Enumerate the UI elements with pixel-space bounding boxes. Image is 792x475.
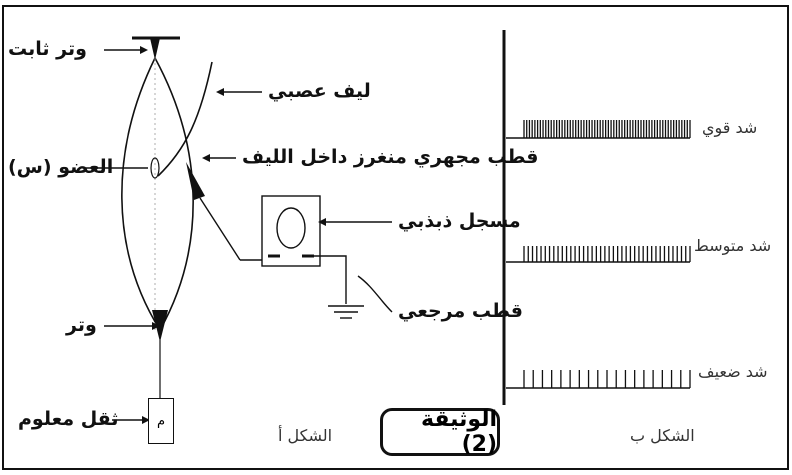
pointer-reference-electrode [357, 275, 393, 313]
caption-figure-a: الشكل أ [278, 426, 333, 445]
document-badge: الوثيقة (2) [380, 407, 500, 457]
document-badge-text: الوثيقة (2) [420, 407, 497, 457]
oscilloscope-screen [276, 207, 306, 249]
muscle-left-edge [121, 57, 161, 331]
label-tendon: وتر [66, 314, 97, 336]
label-known-weight: ثقل معلوم [18, 408, 119, 430]
micro-electrode-wire [199, 197, 241, 261]
reference-wire [314, 255, 347, 304]
micro-electrode-tip [186, 162, 205, 200]
trace-label-strong: شد قوي [702, 118, 758, 137]
nerve-fiber-line [157, 61, 213, 177]
label-oscilloscope: مسجل ذبذبي [398, 210, 521, 232]
trace-weak [506, 370, 691, 389]
trace-label-weak: شد ضعيف [698, 362, 768, 381]
outer-border [2, 5, 789, 470]
label-reference-electrode: قطب مرجعي [398, 300, 523, 322]
muscle-fiber-mark [150, 157, 160, 179]
trace-medium [506, 246, 691, 263]
trace-label-medium: شد متوسط [694, 236, 772, 255]
mass-symbol: م [156, 413, 166, 429]
label-muscle: العضو (س) [8, 156, 114, 178]
label-micro-electrode: قطب مجهري منغرز داخل الليف [242, 146, 539, 168]
fixed-tendon-shape [150, 38, 160, 60]
label-nerve-fiber: ليف عصبي [268, 80, 371, 102]
trace-strong [506, 120, 691, 139]
label-fixed-tendon: وتر ثابت [8, 38, 87, 60]
caption-figure-b: الشكل ب [630, 426, 695, 445]
muscle-right-edge [154, 57, 194, 331]
known-weight-mass: م [148, 398, 174, 444]
